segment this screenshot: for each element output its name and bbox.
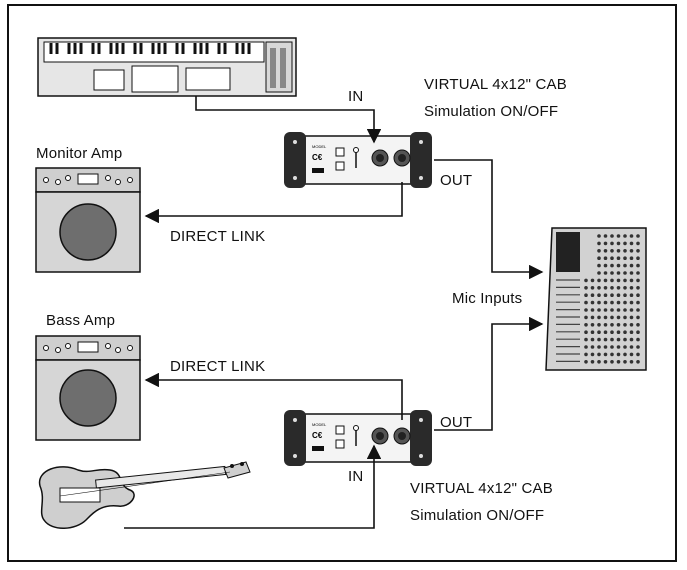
svg-text:C€: C€ — [312, 153, 323, 162]
guitar-to-di-cable — [124, 444, 382, 529]
svg-text:MODEL: MODEL — [312, 422, 327, 427]
bass-guitar-icon — [38, 461, 251, 529]
di-box-bottom-icon: MODEL C€ — [284, 410, 432, 466]
mixing-console-icon — [545, 227, 647, 371]
di-box-top-icon: MODEL C€ — [284, 132, 432, 188]
top-direct-link-cable — [144, 182, 403, 224]
synthesizer-keyboard-icon — [37, 37, 297, 97]
keyboard-to-di-cable — [195, 96, 382, 144]
bottom-out-cable — [434, 316, 544, 431]
svg-text:C€: C€ — [312, 431, 323, 440]
top-out-label: OUT — [440, 172, 473, 189]
bottom-direct-link-cable — [144, 372, 403, 420]
monitor-amp-icon — [35, 167, 141, 273]
top-out-cable — [434, 159, 544, 280]
mic-inputs-label: Mic Inputs — [452, 290, 523, 307]
diagram-frame — [7, 4, 677, 562]
bottom-out-label: OUT — [440, 414, 473, 431]
top-cab-line2: Simulation ON/OFF — [424, 103, 559, 120]
bottom-direct-link-label: DIRECT LINK — [170, 358, 266, 375]
top-cab-line1: VIRTUAL 4x12" CAB — [424, 76, 567, 93]
bottom-in-label: IN — [348, 468, 364, 485]
bottom-cab-line2: Simulation ON/OFF — [410, 507, 545, 524]
bass-amp-icon — [35, 335, 141, 441]
top-in-label: IN — [348, 88, 364, 105]
bottom-cab-line1: VIRTUAL 4x12" CAB — [410, 480, 553, 497]
monitor-amp-label: Monitor Amp — [36, 145, 123, 162]
bass-amp-label: Bass Amp — [46, 312, 116, 329]
svg-text:MODEL: MODEL — [312, 144, 327, 149]
top-direct-link-label: DIRECT LINK — [170, 228, 266, 245]
